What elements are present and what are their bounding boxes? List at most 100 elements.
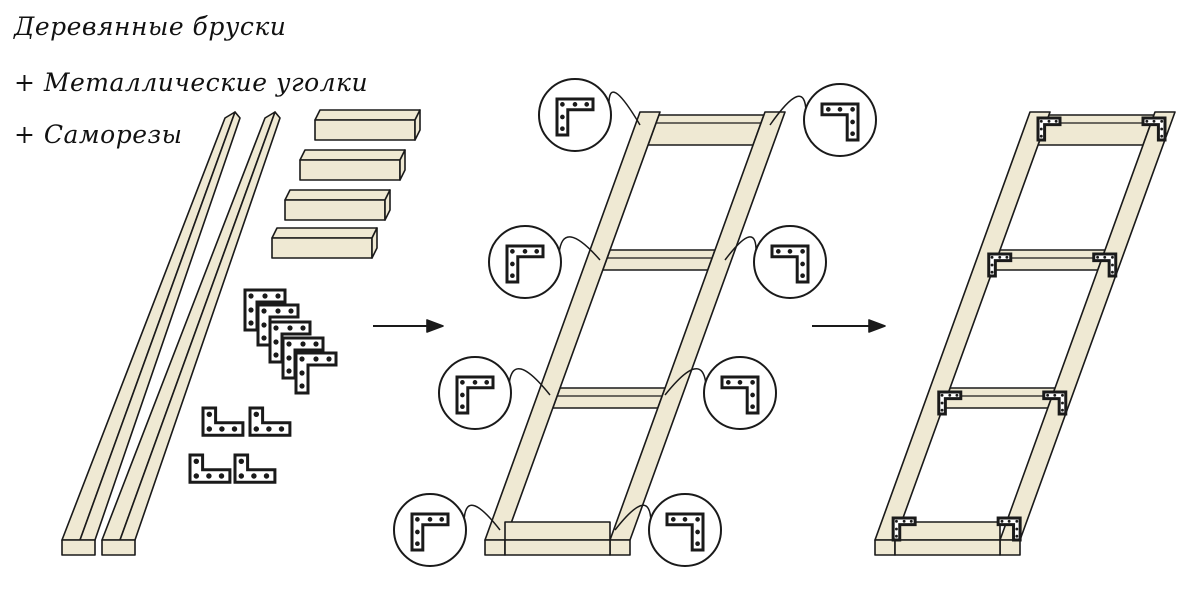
screw-hole bbox=[193, 458, 200, 465]
board-side bbox=[414, 109, 421, 141]
crossbar bbox=[601, 249, 716, 271]
screw-hole bbox=[940, 408, 944, 412]
corner-detail-callout bbox=[538, 78, 641, 152]
corner-detail-callout bbox=[769, 83, 877, 157]
screw-hole bbox=[940, 393, 944, 397]
screw-hole bbox=[560, 102, 565, 107]
mounted-bracket-icon bbox=[1141, 116, 1167, 142]
screw-hole bbox=[313, 341, 319, 347]
screw-hole bbox=[299, 370, 305, 376]
bracket-plate bbox=[1036, 116, 1062, 142]
bracket-plate bbox=[410, 512, 450, 552]
detail-bracket-icon bbox=[505, 244, 545, 284]
screw-hole bbox=[300, 325, 306, 331]
screw-hole bbox=[560, 114, 565, 120]
screw-hole bbox=[1061, 393, 1064, 397]
screw-hole bbox=[1103, 255, 1107, 259]
callout-circle bbox=[393, 493, 467, 567]
loose-corner-bracket-icon bbox=[281, 336, 325, 380]
frame-step-3 bbox=[874, 111, 1176, 556]
screw-hole bbox=[326, 356, 332, 362]
screw-hole bbox=[837, 107, 843, 112]
screw-hole bbox=[998, 255, 1002, 259]
screw-hole bbox=[206, 473, 212, 479]
arrow-icon bbox=[812, 319, 886, 333]
mounted-bracket-icon bbox=[987, 252, 1013, 278]
mounted-bracket-icon bbox=[891, 516, 917, 542]
bracket-plate bbox=[996, 516, 1022, 542]
screw-hole bbox=[1053, 393, 1057, 397]
mounted-bracket-icon bbox=[1092, 252, 1118, 278]
screw-hole bbox=[286, 368, 292, 374]
screw-hole bbox=[510, 273, 515, 279]
screw-hole bbox=[1046, 393, 1050, 397]
callout-circle bbox=[648, 493, 722, 567]
screw-hole bbox=[695, 529, 700, 535]
screw-hole bbox=[1015, 534, 1019, 538]
screw-hole bbox=[787, 249, 793, 254]
screw-hole bbox=[895, 534, 898, 538]
crossbar bbox=[647, 114, 765, 146]
mounted-bracket-icon bbox=[996, 516, 1022, 542]
loose-corner-bracket-icon bbox=[243, 288, 287, 332]
screw-hole bbox=[1054, 119, 1058, 123]
board-top bbox=[284, 189, 391, 201]
screw-hole bbox=[1000, 519, 1004, 523]
screw-hole bbox=[439, 517, 445, 522]
screw-hole bbox=[584, 102, 590, 107]
bracket-plate bbox=[1042, 390, 1068, 416]
loose-t-bracket-icon bbox=[201, 406, 245, 437]
screw-hole bbox=[231, 426, 238, 432]
bracket-plate bbox=[455, 375, 495, 415]
board-top bbox=[314, 109, 421, 121]
bracket-plate bbox=[1141, 116, 1167, 142]
board-side bbox=[399, 149, 406, 181]
screw-hole bbox=[1039, 127, 1043, 131]
screw-hole bbox=[238, 473, 245, 479]
detail-bracket-icon bbox=[410, 512, 450, 552]
board-front bbox=[271, 237, 373, 259]
screw-hole bbox=[253, 411, 260, 418]
callout-circle bbox=[488, 225, 562, 299]
long-wood-bar bbox=[61, 111, 241, 556]
callout-circle bbox=[703, 356, 777, 430]
callout-circle bbox=[753, 225, 827, 299]
short-wood-board bbox=[284, 189, 391, 221]
screw-hole bbox=[287, 325, 293, 331]
screw-hole bbox=[484, 380, 490, 385]
callout-circle bbox=[438, 356, 512, 430]
screw-hole bbox=[263, 473, 270, 479]
loose-corner-bracket-icon bbox=[268, 320, 312, 364]
screw-hole bbox=[825, 107, 831, 112]
short-wood-board bbox=[271, 227, 378, 259]
screw-hole bbox=[1007, 519, 1011, 523]
bar-end bbox=[61, 539, 96, 556]
screw-hole bbox=[472, 380, 478, 385]
screw-hole bbox=[572, 102, 578, 107]
materials-label-screws: + Саморезы bbox=[14, 120, 183, 149]
screw-hole bbox=[800, 273, 805, 279]
screw-hole bbox=[895, 527, 898, 531]
board-front bbox=[284, 199, 386, 221]
bracket-plate bbox=[665, 512, 705, 552]
screw-hole bbox=[261, 308, 267, 314]
board-side bbox=[384, 189, 391, 221]
screw-hole bbox=[902, 519, 906, 523]
corner-detail-callout bbox=[393, 493, 501, 567]
screw-hole bbox=[248, 307, 254, 313]
bracket-plate bbox=[281, 336, 325, 380]
callout-leader bbox=[608, 91, 641, 126]
crossbar bbox=[552, 387, 666, 409]
screw-hole bbox=[1160, 127, 1164, 131]
board-front bbox=[299, 159, 401, 181]
detail-bracket-icon bbox=[820, 102, 860, 142]
screw-hole bbox=[1047, 119, 1051, 123]
screw-hole bbox=[670, 517, 676, 522]
screw-hole bbox=[261, 322, 267, 328]
arrow-head bbox=[868, 319, 886, 333]
screw-hole bbox=[510, 249, 515, 254]
long-wood-bar bbox=[101, 111, 281, 556]
screw-hole bbox=[313, 356, 319, 362]
